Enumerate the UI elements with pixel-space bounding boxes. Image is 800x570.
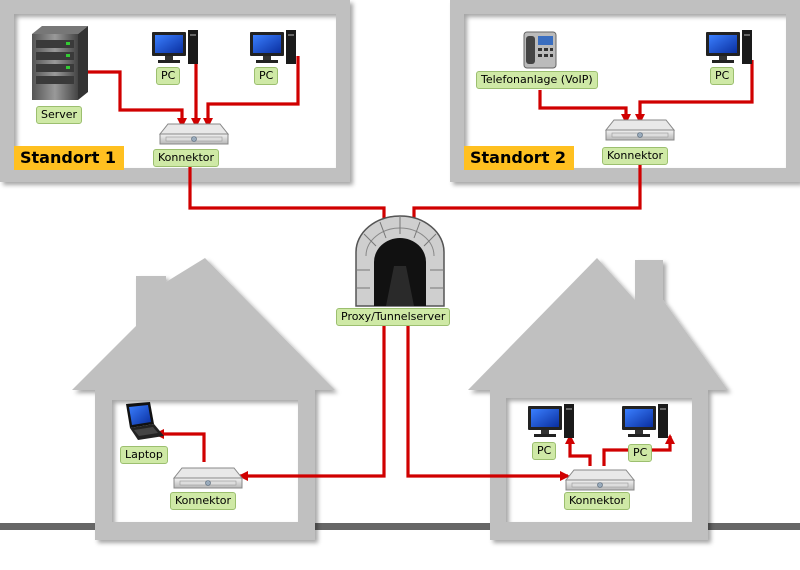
pc-label: PC bbox=[710, 67, 735, 85]
voip-label: Telefonanlage (VoIP) bbox=[476, 71, 598, 89]
pc-label: PC bbox=[254, 67, 279, 85]
pc-label: PC bbox=[532, 442, 557, 460]
server-label: Server bbox=[36, 106, 83, 124]
server-icon bbox=[32, 26, 88, 100]
left-house bbox=[72, 258, 335, 540]
pc-icon bbox=[528, 404, 574, 438]
laptop-icon bbox=[126, 402, 164, 440]
connector-label: Konnektor bbox=[564, 492, 631, 510]
pc-label: PC bbox=[156, 67, 181, 85]
switch-icon bbox=[159, 123, 229, 145]
pc-icon bbox=[706, 30, 752, 64]
site2-title: Standort 2 bbox=[464, 146, 575, 170]
pc-label: PC bbox=[628, 444, 653, 462]
switch-icon bbox=[605, 119, 675, 141]
laptop-label: Laptop bbox=[120, 446, 168, 464]
site1-title: Standort 1 bbox=[14, 146, 125, 170]
pc-icon bbox=[152, 30, 198, 64]
tunnel-label: Proxy/Tunnelserver bbox=[336, 308, 451, 326]
pc-icon bbox=[622, 404, 668, 438]
tunnel-icon bbox=[355, 215, 445, 307]
right-house bbox=[468, 258, 728, 540]
connector-label: Konnektor bbox=[153, 149, 220, 167]
connector-label: Konnektor bbox=[602, 147, 669, 165]
switch-icon bbox=[565, 469, 635, 491]
switch-icon bbox=[173, 467, 243, 489]
connector-label: Konnektor bbox=[170, 492, 237, 510]
ground-line bbox=[0, 523, 800, 530]
pc-icon bbox=[250, 30, 296, 64]
voip-phone-icon bbox=[523, 31, 557, 69]
